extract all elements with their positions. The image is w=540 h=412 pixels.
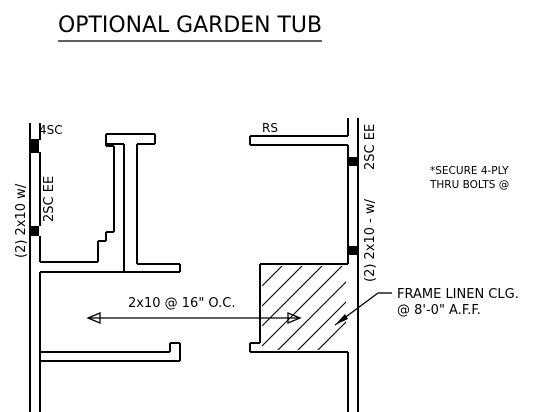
linen-closet-hatch bbox=[262, 266, 346, 350]
bolt-note-line1: *SECURE 4-PLY bbox=[430, 165, 509, 177]
bolt-note-line2: THRU BOLTS @ bbox=[429, 179, 509, 191]
left-wall bbox=[29, 123, 155, 412]
right-post-tag: RS bbox=[262, 121, 278, 135]
joist-span-arrow bbox=[86, 312, 302, 324]
lower-room-walls bbox=[39, 271, 181, 412]
joist-callout: 2x10 @ 16" O.C. bbox=[128, 296, 235, 311]
post-left-bottom bbox=[30, 226, 39, 236]
post-right-top bbox=[349, 157, 358, 166]
right-wall bbox=[249, 118, 359, 412]
plan-title: OPTIONAL GARDEN TUB bbox=[58, 13, 322, 38]
linen-label-line2: @ 8'-0" A.F.F. bbox=[397, 303, 481, 318]
right-header-label: 2SC EE bbox=[363, 124, 378, 170]
post-right-bottom bbox=[349, 246, 358, 255]
left-header-sublabel: 2SC EE bbox=[42, 176, 57, 222]
linen-leader bbox=[334, 292, 392, 326]
tee-wall bbox=[106, 134, 181, 272]
left-post-tag: 4SC bbox=[39, 123, 63, 137]
linen-label-line1: FRAME LINEN CLG. bbox=[397, 287, 519, 302]
left-header-label: (2) 2x10 w/ bbox=[14, 183, 29, 258]
post-left-top bbox=[30, 139, 39, 153]
right-header-sublabel: (2) 2x10 - w/ bbox=[363, 198, 378, 282]
